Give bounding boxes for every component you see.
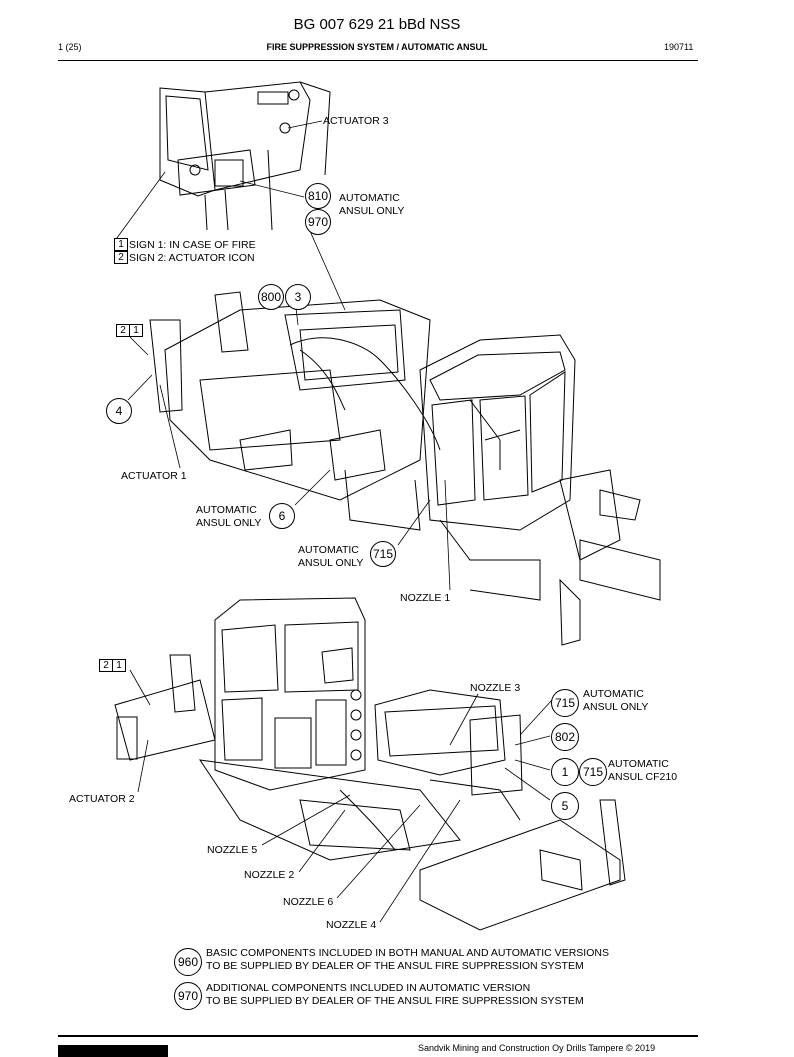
item-number-715: 715	[551, 689, 579, 717]
sign-box-1: 1	[112, 659, 126, 672]
item-number-5: 5	[551, 792, 579, 820]
item-number-1: 1	[551, 758, 579, 786]
item-number-800: 800	[258, 284, 284, 310]
lower-machine-sketch	[114, 597, 626, 931]
document-date: 190711	[664, 42, 694, 52]
legend-text-970: ADDITIONAL COMPONENTS INCLUDED IN AUTOMA…	[206, 982, 584, 1007]
item-number-4: 4	[106, 398, 132, 424]
document-title: BG 007 629 21 bBd NSS	[293, 16, 461, 33]
callout-nozzle-2: NOZZLE 2	[244, 869, 295, 881]
legend-text-960: BASIC COMPONENTS INCLUDED IN BOTH MANUAL…	[206, 947, 609, 972]
item-number-802: 802	[551, 723, 579, 751]
upper-machine-sketch	[149, 291, 661, 646]
callout-nozzle-1: NOZZLE 1	[400, 592, 451, 604]
callout-automatic-ansul-only-2: AUTOMATIC ANSUL ONLY	[196, 504, 262, 529]
callout-automatic-ansul-cf210: AUTOMATIC ANSUL CF210	[608, 758, 678, 783]
sign-box-1: 1	[114, 238, 128, 251]
callout-nozzle-3: NOZZLE 3	[470, 682, 521, 694]
legend-number-970: 970	[174, 982, 202, 1010]
callout-actuator-3: ACTUATOR 3	[323, 115, 389, 127]
item-number-3: 3	[285, 284, 311, 310]
sign-box-2: 2	[116, 324, 130, 337]
footer-rule	[58, 1035, 698, 1037]
item-number-6: 6	[269, 503, 295, 529]
callout-nozzle-6: NOZZLE 6	[283, 896, 334, 908]
footer-copyright: Sandvik Mining and Construction Oy Drill…	[418, 1043, 656, 1053]
item-number-715: 715	[370, 541, 396, 567]
callout-nozzle-4: NOZZLE 4	[326, 919, 377, 931]
item-number-810: 810	[305, 183, 331, 209]
leader-lines	[113, 120, 553, 923]
sign-box-1: 1	[129, 324, 143, 337]
legend-number-960: 960	[174, 948, 202, 976]
callout-nozzle-5: NOZZLE 5	[207, 844, 258, 856]
sandvik-logo	[58, 1045, 168, 1057]
page-number: 1 (25)	[58, 42, 82, 52]
callout-actuator-2: ACTUATOR 2	[69, 793, 135, 805]
section-title: FIRE SUPPRESSION SYSTEM / AUTOMATIC ANSU…	[266, 42, 488, 52]
actuator-panel-sketch	[159, 81, 331, 231]
callout-actuator-1: ACTUATOR 1	[121, 470, 187, 482]
callout-automatic-ansul-only-4: AUTOMATIC ANSUL ONLY	[583, 688, 649, 713]
callout-sign-2: SIGN 2: ACTUATOR ICON	[129, 252, 255, 264]
item-number-715: 715	[579, 758, 607, 786]
callout-automatic-ansul-only-1: AUTOMATIC ANSUL ONLY	[339, 192, 405, 217]
callout-sign-1: SIGN 1: IN CASE OF FIRE	[129, 239, 256, 251]
header-rule	[58, 60, 698, 61]
sign-box-2: 2	[114, 251, 128, 264]
callout-automatic-ansul-only-3: AUTOMATIC ANSUL ONLY	[298, 544, 364, 569]
item-number-970: 970	[305, 209, 331, 235]
sign-box-2: 2	[99, 659, 113, 672]
